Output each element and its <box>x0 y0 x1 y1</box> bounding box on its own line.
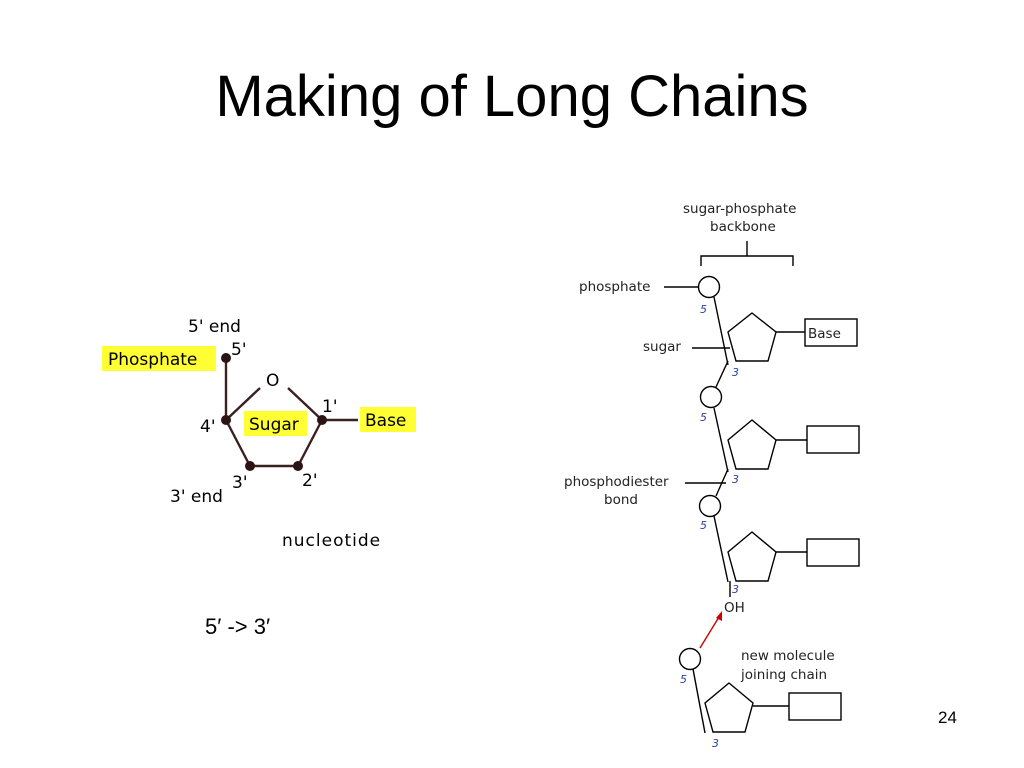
new-unit-five-prime-label: 5 <box>680 673 687 686</box>
oxygen-to-c1-bond <box>287 387 323 421</box>
phosphate-label: Phosphate <box>108 350 197 370</box>
unit2-five-prime-label: 5 <box>700 411 707 424</box>
joining-arrow-head <box>716 611 722 621</box>
nucleotide-diagram: 5' end Phosphate 5' O 1' Base 4' Sugar 3… <box>102 317 416 551</box>
unit2-backbone-link <box>713 407 729 473</box>
c4-atom <box>221 415 231 425</box>
phosphate-highlight <box>102 346 216 371</box>
unit2-sugar-pentagon <box>727 419 777 470</box>
phosphodiester-label-line2: bond <box>604 492 638 508</box>
new-unit-sugar-pentagon <box>704 682 754 733</box>
five-prime-end-label: 5' end <box>188 317 241 337</box>
unit1-sugar-pentagon <box>727 312 777 362</box>
page-number: 24 <box>938 708 957 727</box>
unit3-five-prime-label: 5 <box>700 519 707 532</box>
backbone-bracket <box>700 255 794 266</box>
unit3-backbone-link <box>713 515 729 583</box>
c2-label: 2' <box>302 471 318 491</box>
unit3-sugar-pentagon <box>727 531 777 582</box>
backbone-label-line1: sugar-phosphate <box>683 201 796 217</box>
sugar-label: sugar <box>643 339 681 355</box>
unit1-base-label: Base <box>808 326 841 342</box>
unit2-three-prime-label: 3 <box>732 473 739 486</box>
unit1-three-prime-label: 3 <box>732 366 739 379</box>
backbone-label-line2: backbone <box>710 219 776 235</box>
base-label: Base <box>365 411 406 431</box>
unit1-phosphate-circle <box>697 275 721 299</box>
c4-to-oxygen-bond <box>225 387 261 421</box>
new-unit-base-box <box>788 692 842 721</box>
oh-label: OH <box>724 600 745 616</box>
unit1-base-box <box>804 318 858 347</box>
unit3-phosphate-circle <box>698 494 722 518</box>
unit1-to-unit2-link <box>715 360 729 388</box>
new-unit-phosphate-circle <box>678 647 702 671</box>
c5-label: 5' <box>231 340 247 360</box>
new-unit-three-prime-label: 3 <box>712 737 719 750</box>
new-molecule-label-line1: new molecule <box>741 648 835 664</box>
c4-to-c3-bond <box>224 419 252 467</box>
unit1-backbone-link <box>713 296 729 366</box>
c1-atom <box>317 415 327 425</box>
c3-label: 3' <box>232 473 248 493</box>
new-unit-backbone-link <box>692 668 706 734</box>
joining-arrow-shaft <box>699 616 720 649</box>
phosphodiester-label-line1: phosphodiester <box>564 474 669 490</box>
phosphate-label: phosphate <box>579 279 650 295</box>
sugar-label: Sugar <box>249 415 299 435</box>
unit2-to-unit3-link <box>715 468 729 497</box>
c1-label: 1' <box>322 397 338 417</box>
new-molecule-label-line2: joining chain <box>740 667 827 683</box>
direction-label: 5′ -> 3′ <box>205 614 271 639</box>
c4-label: 4' <box>200 417 216 437</box>
three-prime-end-label: 3' end <box>170 487 223 507</box>
nucleotide-caption: nucleotide <box>282 531 381 551</box>
unit1-five-prime-label: 5 <box>700 303 707 316</box>
slide-title: Making of Long Chains <box>215 64 809 129</box>
c2-atom <box>293 461 303 471</box>
unit3-base-box <box>806 538 860 567</box>
base-highlight <box>360 407 416 432</box>
oxygen-label: O <box>266 371 279 391</box>
unit2-phosphate-circle <box>699 385 723 409</box>
c3-atom <box>245 461 255 471</box>
chain-diagram: sugar-phosphate backbone Base 5 3 phosph… <box>564 201 860 750</box>
c2-to-c1-bond <box>296 419 324 467</box>
sugar-highlight <box>244 411 307 436</box>
unit3-three-prime-label: 3 <box>732 583 739 596</box>
c5-atom <box>221 353 231 363</box>
unit2-base-box <box>806 425 860 454</box>
